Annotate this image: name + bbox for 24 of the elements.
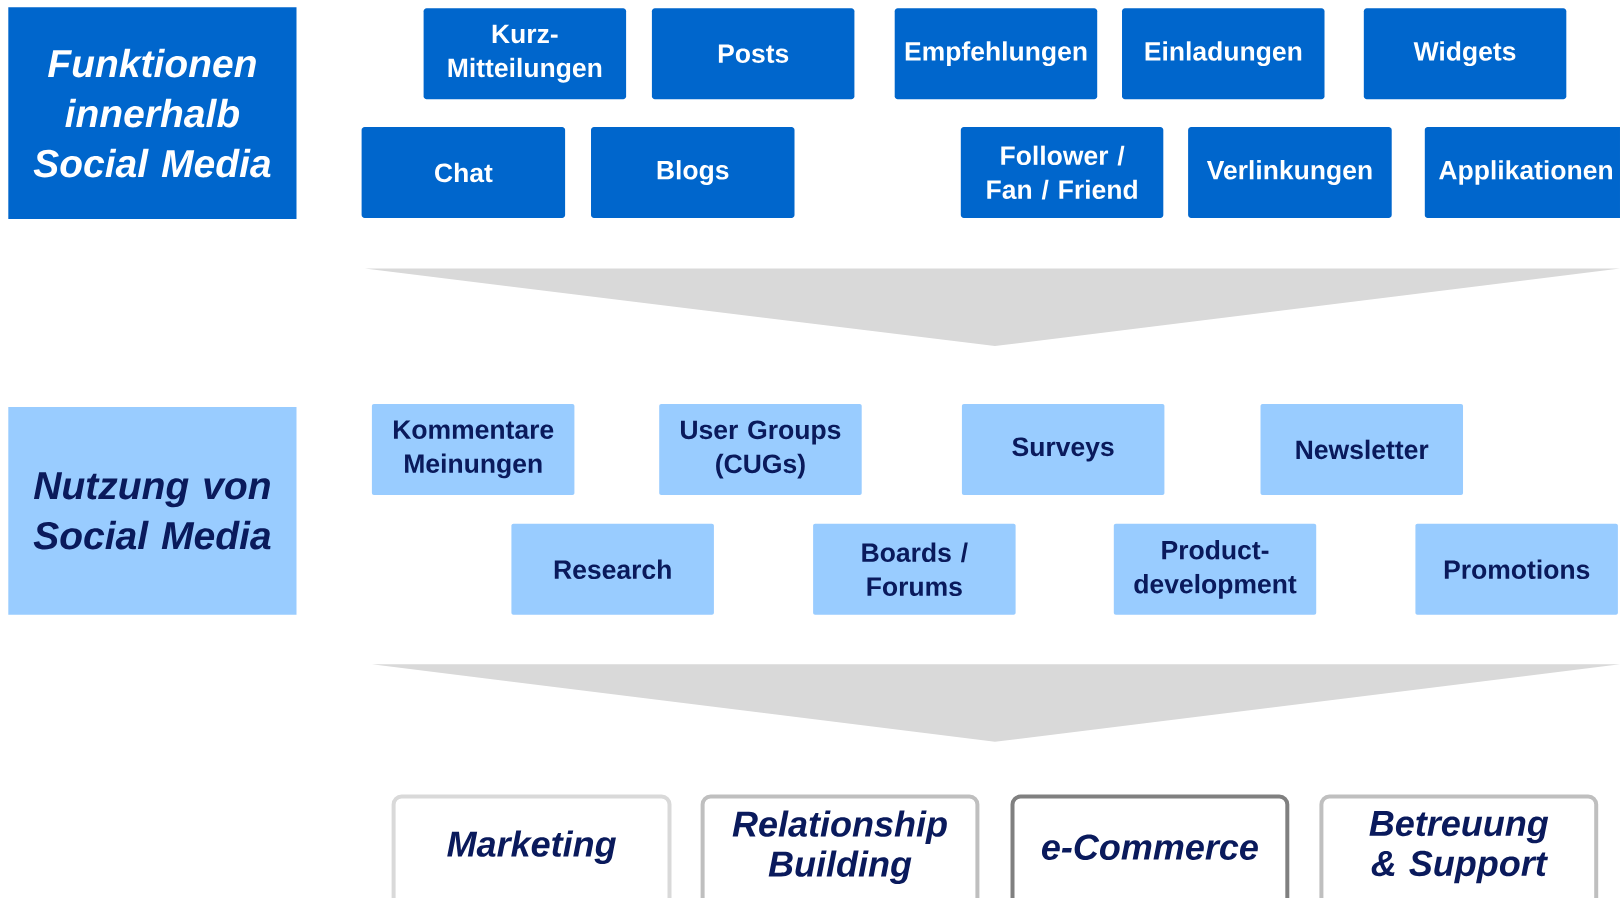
function-box: Blogs [591, 127, 795, 218]
function-box: Kurz-Mitteilungen [423, 8, 627, 100]
function-box: Follower / Fan / Friend [960, 127, 1164, 218]
usage-box: Promotions [1415, 523, 1618, 615]
usage-box: Newsletter [1260, 404, 1463, 495]
function-box: Posts [651, 8, 855, 100]
usage-box: Boards / Forums [813, 523, 1016, 615]
function-box: Verlinkungen [1188, 127, 1392, 218]
goal-box: Betreuung & Support [1319, 794, 1599, 898]
usage-box: Surveys [961, 404, 1165, 495]
label-box: Funktionen innerhalb Social Media [8, 7, 297, 219]
function-box: Chat [361, 127, 566, 218]
usage-box: Kommentare Meinungen [371, 404, 575, 495]
function-box: Applikationen [1424, 127, 1620, 218]
goal-box: e-Commerce [1010, 794, 1290, 898]
function-box: Einladungen [1122, 8, 1325, 100]
function-box: Widgets [1363, 8, 1567, 100]
usage-box: Product-development [1113, 523, 1317, 615]
goal-box: Relationship Building [700, 794, 980, 898]
goal-box: Marketing [391, 794, 672, 898]
label-box: Nutzung von Social Media [8, 407, 297, 615]
usage-box: User Groups (CUGs) [659, 404, 862, 495]
usage-box: Research [511, 523, 714, 615]
function-box: Empfehlungen [894, 8, 1098, 100]
